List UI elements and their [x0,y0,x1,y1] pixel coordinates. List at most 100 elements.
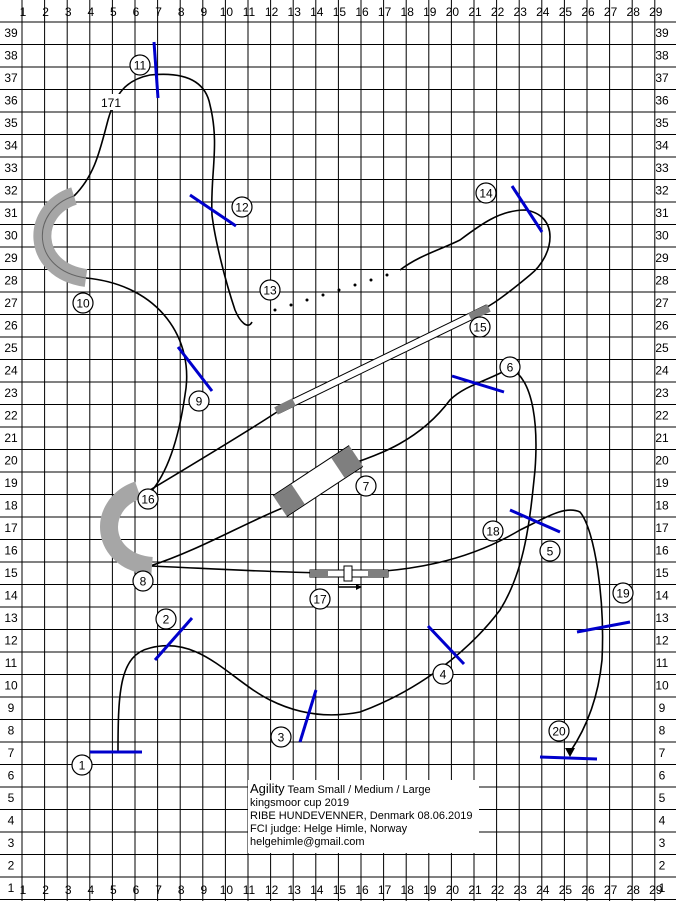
jump-3 [298,689,318,743]
column-label-bottom: 26 [581,883,595,897]
column-label-top: 2 [42,5,49,19]
marker-number: 17 [313,593,327,607]
info-event: kingsmoor cup 2019 [250,797,350,809]
tunnel-10 [33,187,88,287]
marker-number: 10 [76,297,90,311]
row-label-left: 16 [4,544,18,558]
column-label-top: 1 [20,5,27,19]
row-label-right: 38 [655,49,669,63]
row-label-right: 3 [659,836,666,850]
marker-circle [539,540,561,562]
column-label-bottom: 11 [243,883,256,897]
marker-circle [309,588,331,610]
row-label-right: 17 [655,521,669,535]
column-label-top: 22 [491,5,505,19]
column-label-bottom: 6 [133,883,140,897]
info-title-word: Agility [250,781,285,796]
row-label-left: 1 [8,881,15,895]
column-label-top: 27 [604,5,618,19]
column-label-top: 13 [288,5,302,19]
row-label-right: 16 [655,544,669,558]
marker-5: 5 [539,540,561,562]
jump-2 [153,617,194,661]
jump-9 [176,346,214,392]
info-email: helgehimle@gmail.com [250,836,365,848]
marker-6: 6 [499,356,521,378]
row-label-right: 31 [655,206,669,220]
column-label-bottom: 23 [514,883,528,897]
column-label-top: 19 [423,5,437,19]
row-label-left: 26 [4,319,18,333]
column-label-bottom: 15 [333,883,347,897]
column-label-top: 20 [446,5,460,19]
column-label-bottom: 1 [20,883,27,897]
row-label-right: 36 [655,94,669,108]
row-label-left: 28 [4,274,18,288]
row-label-left: 12 [4,634,18,648]
column-label-bottom: 29 [649,883,663,897]
row-label-right: 18 [655,499,669,513]
row-label-right: 34 [655,139,669,153]
column-label-bottom: 16 [355,883,369,897]
a-frame-7 [272,445,364,517]
row-label-left: 8 [8,724,15,738]
column-label-top: 25 [559,5,573,19]
marker-1: 1 [71,754,93,776]
row-label-right: 5 [659,791,666,805]
column-label-bottom: 5 [110,883,117,897]
row-label-left: 30 [4,229,18,243]
marker-number: 12 [235,201,249,215]
row-label-left: 37 [4,71,18,85]
column-label-top: 12 [265,5,279,19]
row-label-left: 22 [4,409,18,423]
row-label-left: 14 [4,589,18,603]
row-label-right: 12 [655,634,669,648]
row-label-right: 21 [655,431,669,445]
row-label-left: 9 [8,701,15,715]
jump-6 [451,374,505,394]
row-label-left: 31 [4,206,18,220]
row-label-left: 18 [4,499,18,513]
column-label-bottom: 28 [627,883,641,897]
column-label-top: 7 [155,5,162,19]
column-label-bottom: 13 [288,883,302,897]
jump-19 [576,620,631,634]
column-label-top: 28 [627,5,641,19]
marker-circle [482,520,504,542]
marker-9: 9 [188,390,210,412]
row-label-right: 11 [656,656,669,670]
info-judge: FCI judge: Helge Himle, Norway [250,823,408,835]
row-label-right: 32 [655,184,669,198]
row-label-right: 26 [655,319,669,333]
column-label-top: 5 [110,5,117,19]
row-label-left: 15 [4,566,18,580]
row-label-right: 37 [655,71,669,85]
row-label-right: 13 [655,611,669,625]
row-label-right: 25 [655,341,669,355]
course-info: Agility Team Small / Medium / Large king… [248,780,479,853]
row-label-right: 7 [659,746,666,760]
column-label-top: 3 [65,5,72,19]
row-label-right: 27 [655,296,669,310]
marker-number: 2 [163,613,170,627]
jump-5 [509,508,561,534]
row-label-left: 13 [4,611,18,625]
column-label-bottom: 10 [220,883,234,897]
marker-number: 11 [134,59,147,73]
info-club: RIBE HUNDEVENNER, Denmark 08.06.2019 [250,810,473,822]
marker-11: 11 [129,54,151,76]
column-label-top: 24 [536,5,550,19]
column-label-top: 6 [133,5,140,19]
row-label-left: 32 [4,184,18,198]
jump-14 [510,185,544,233]
finish-arrow [565,748,575,757]
jump-4 [426,624,466,666]
marker-number: 6 [507,361,514,375]
row-label-left: 6 [8,769,15,783]
tunnel-10-outline [41,195,87,279]
column-label-top: 8 [178,5,185,19]
